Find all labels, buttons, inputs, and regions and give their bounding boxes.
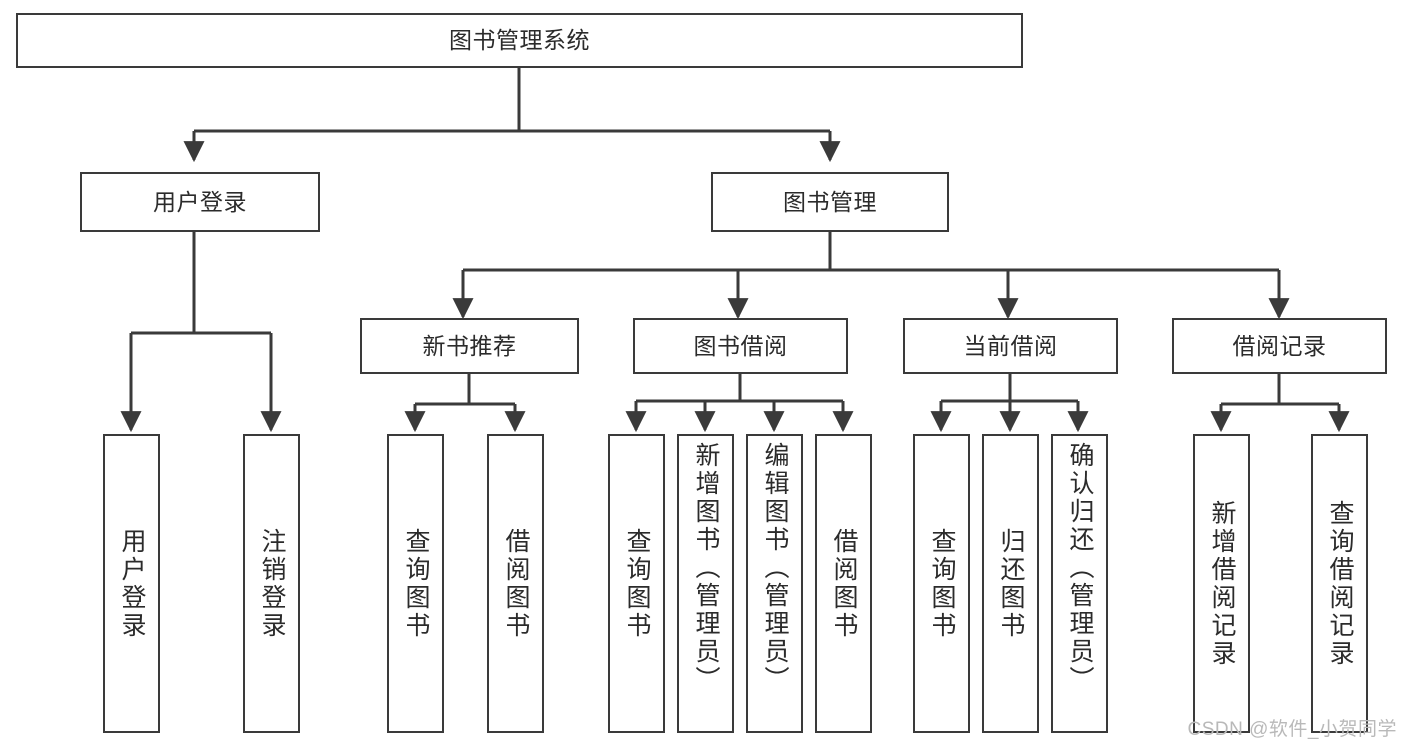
leaf-logout-login[interactable]: 注销登录 (243, 434, 300, 733)
node-label: 借阅图书 (830, 527, 858, 640)
node-label: 用户登录 (118, 527, 146, 640)
node-label: 查询图书 (402, 527, 430, 640)
leaf-query-book-recommend[interactable]: 查询图书 (387, 434, 444, 733)
watermark-text: CSDN @软件_小贺同学 (1187, 719, 1397, 740)
node-book-management[interactable]: 图书管理 (711, 172, 949, 232)
node-label: 新增借阅记录 (1208, 499, 1236, 668)
node-label: 图书管理系统 (449, 27, 590, 54)
node-label: 查询图书 (928, 527, 956, 640)
node-label: 归还图书 (997, 527, 1025, 640)
node-label: 借阅记录 (1232, 332, 1327, 359)
leaf-borrow-book-recommend[interactable]: 借阅图书 (487, 434, 544, 733)
node-label: 确认归还（管理员） (1066, 442, 1094, 694)
node-label: 注销登录 (258, 527, 286, 640)
node-user-login[interactable]: 用户登录 (80, 172, 320, 232)
node-new-book-recommend[interactable]: 新书推荐 (360, 318, 579, 374)
node-label: 新书推荐 (422, 332, 517, 359)
node-label: 编辑图书（管理员） (761, 442, 789, 694)
leaf-query-book-borrow[interactable]: 查询图书 (608, 434, 665, 733)
node-book-borrow[interactable]: 图书借阅 (633, 318, 848, 374)
node-root-system[interactable]: 图书管理系统 (16, 13, 1023, 68)
leaf-add-borrow-record[interactable]: 新增借阅记录 (1193, 434, 1250, 733)
leaf-query-borrow-record[interactable]: 查询借阅记录 (1311, 434, 1368, 733)
node-label: 图书借阅 (693, 332, 788, 359)
leaf-confirm-return-admin[interactable]: 确认归还（管理员） (1051, 434, 1108, 733)
node-borrow-record[interactable]: 借阅记录 (1172, 318, 1387, 374)
leaf-query-book-current[interactable]: 查询图书 (913, 434, 970, 733)
node-label: 图书管理 (783, 188, 877, 215)
node-label: 借阅图书 (502, 527, 530, 640)
node-label: 新增图书（管理员） (692, 442, 720, 694)
node-label: 当前借阅 (963, 332, 1058, 359)
node-label: 查询借阅记录 (1326, 499, 1354, 668)
node-current-borrow[interactable]: 当前借阅 (903, 318, 1118, 374)
node-label: 用户登录 (153, 188, 247, 215)
leaf-edit-book-admin[interactable]: 编辑图书（管理员） (746, 434, 803, 733)
node-label: 查询图书 (623, 527, 651, 640)
leaf-add-book-admin[interactable]: 新增图书（管理员） (677, 434, 734, 733)
leaf-return-book[interactable]: 归还图书 (982, 434, 1039, 733)
leaf-borrow-book[interactable]: 借阅图书 (815, 434, 872, 733)
leaf-user-login[interactable]: 用户登录 (103, 434, 160, 733)
